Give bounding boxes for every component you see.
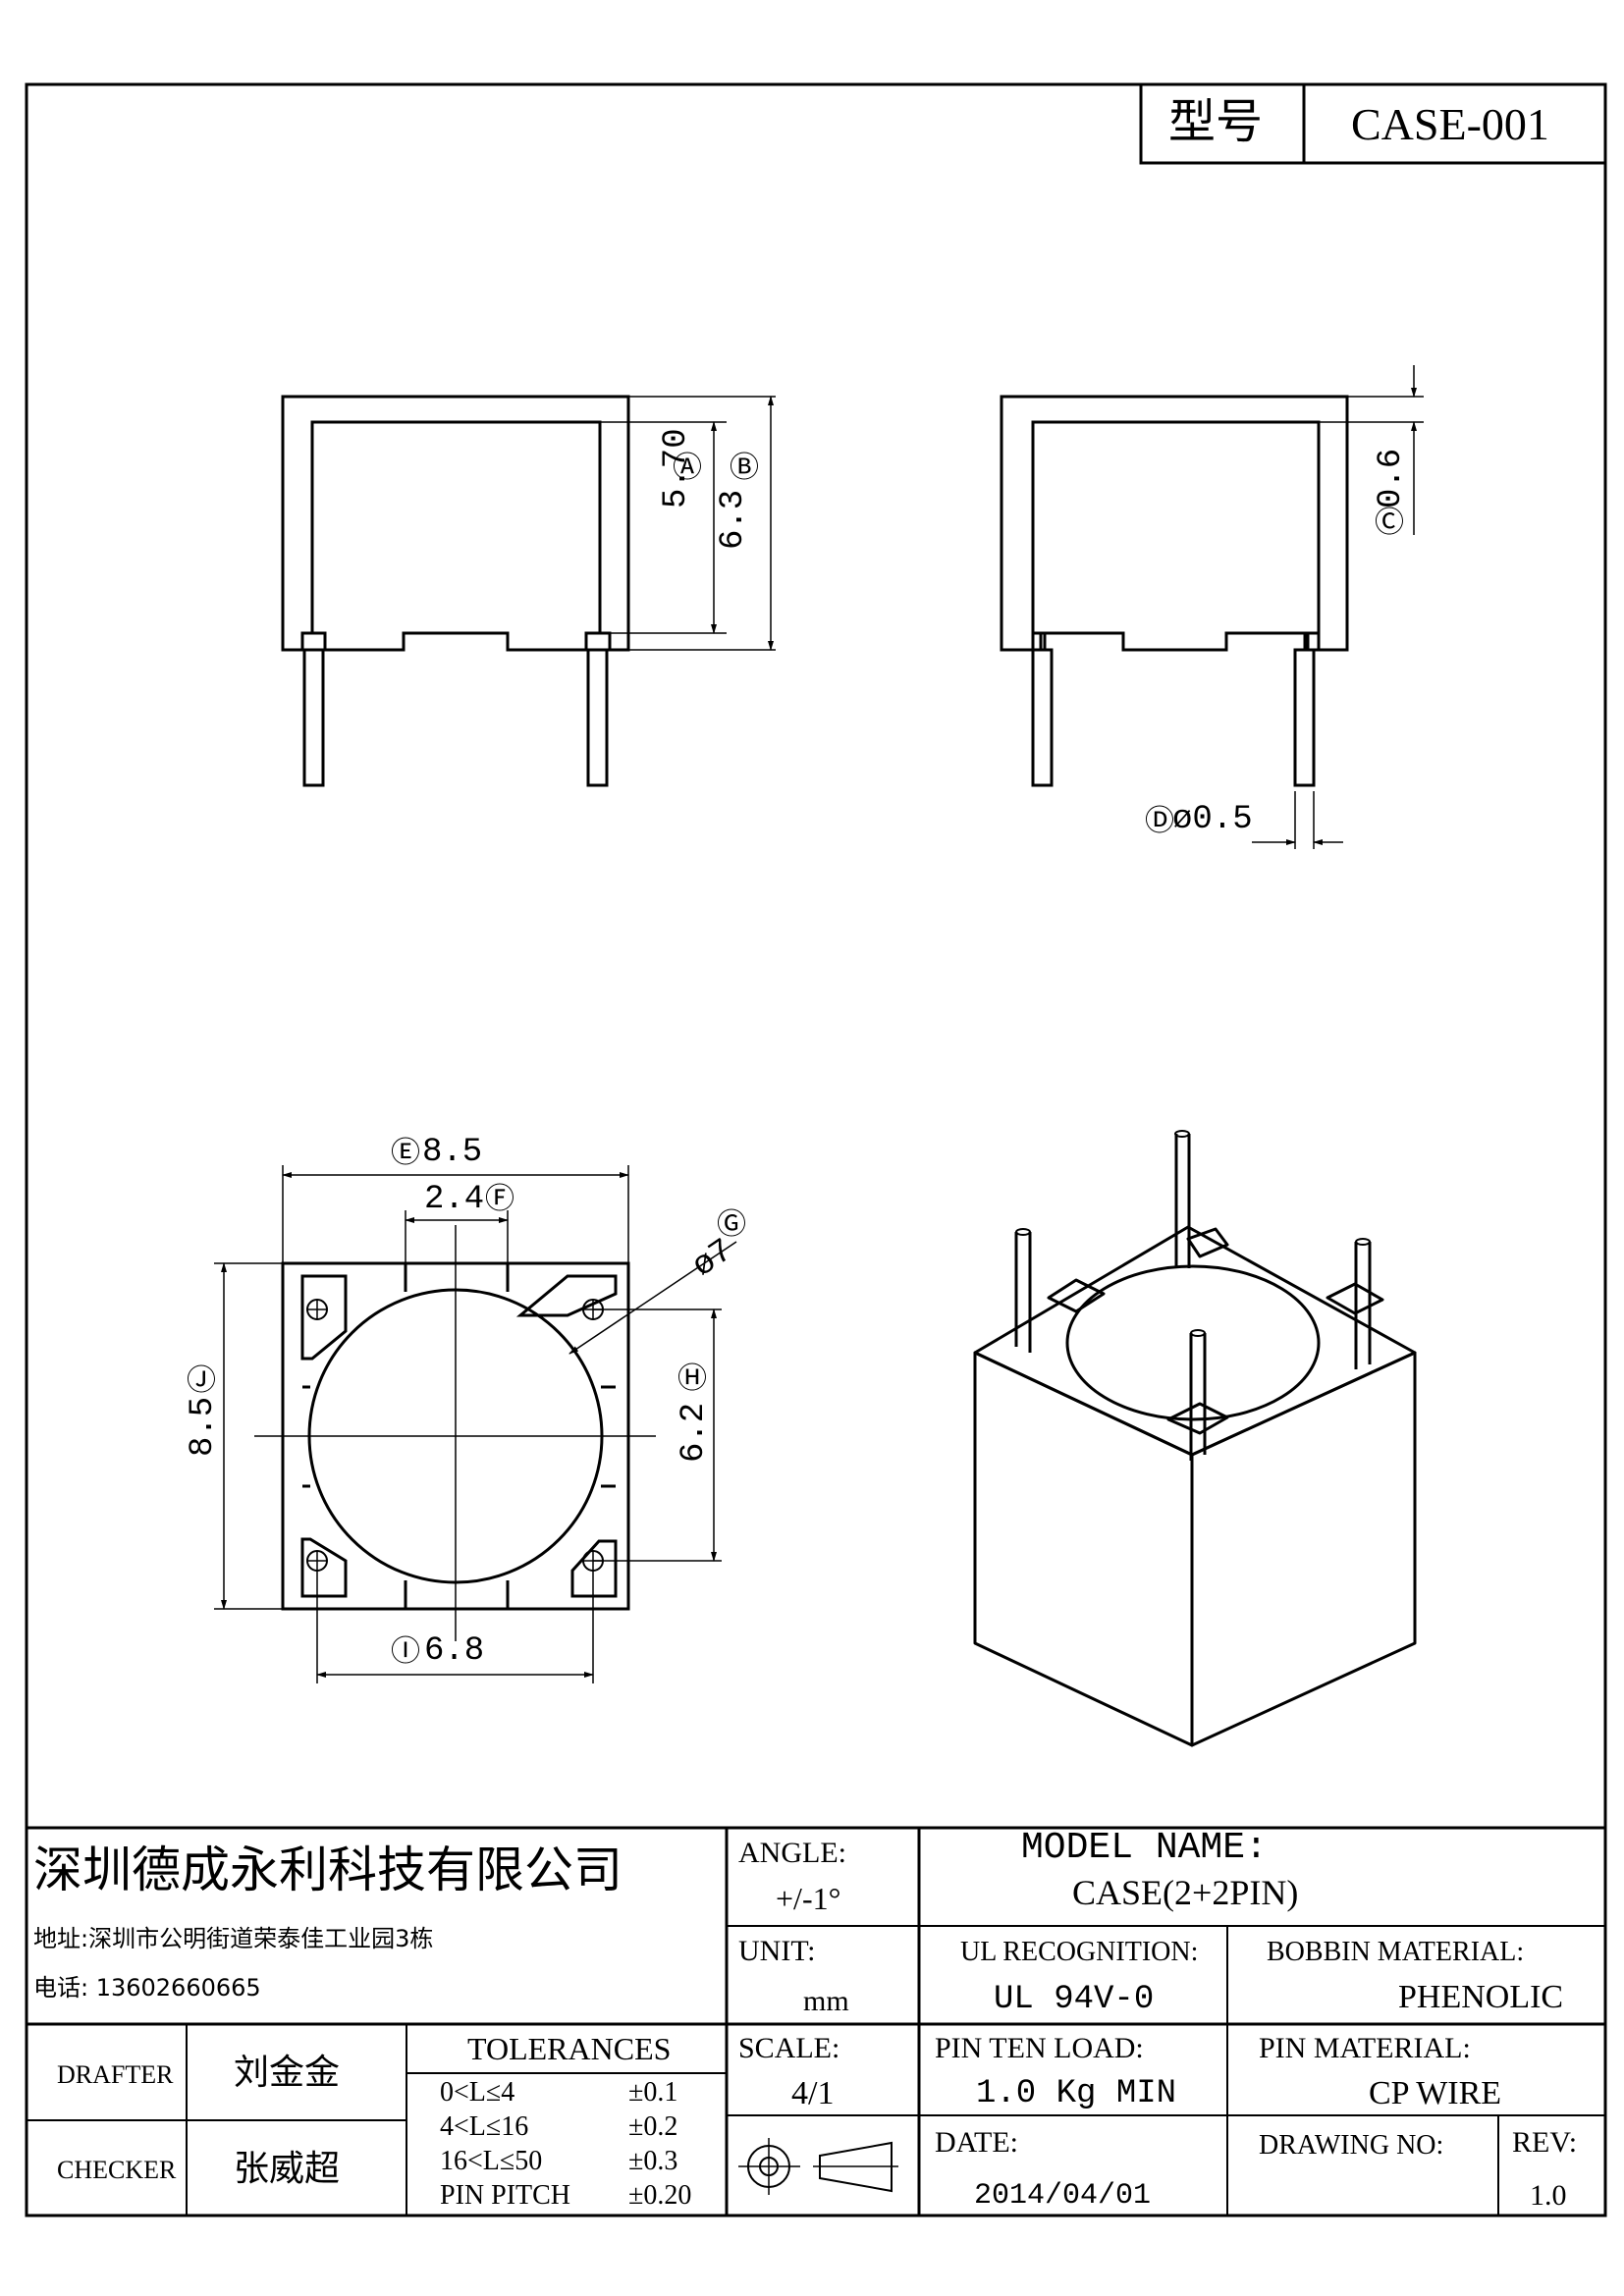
ul-value: UL 94V-0	[994, 1981, 1155, 2018]
dim-a-value: 5.70	[658, 428, 695, 508]
isometric-view	[973, 1130, 1417, 1747]
model-name-value: CASE(2+2PIN)	[1072, 1873, 1299, 1912]
dim-i-value: 6.8	[424, 1632, 485, 1670]
dim-h-marker: Ⓗ	[677, 1362, 707, 1395]
drawing-frame	[25, 82, 1607, 2217]
dim-f-marker: Ⓕ	[485, 1183, 514, 1215]
dim-j-value: 8.5	[185, 1396, 222, 1457]
date-value: 2014/04/01	[974, 2179, 1152, 2213]
tolerances-label: TOLERANCES	[467, 2031, 672, 2066]
dim-g-marker: Ⓖ	[717, 1208, 746, 1241]
unit-label: UNIT:	[738, 1935, 816, 1967]
model-header-box	[1139, 82, 1607, 165]
bobbin-material-value: PHENOLIC	[1398, 1979, 1564, 2015]
tolerance-range-4: PIN PITCH	[440, 2180, 571, 2211]
tolerance-range-1: 0<L≤4	[440, 2077, 515, 2108]
model-name-label: MODEL NAME:	[1021, 1827, 1268, 1869]
dim-j-marker: Ⓙ	[187, 1364, 216, 1397]
drafter-label: DRAFTER	[57, 2060, 174, 2089]
drawing-no-label: DRAWING NO:	[1259, 2130, 1444, 2161]
pin-material-value: CP WIRE	[1369, 2075, 1502, 2111]
checker-name: 张威超	[234, 2149, 341, 2189]
company-name: 深圳德成永利科技有限公司	[33, 1842, 623, 1898]
side-view	[1000, 395, 1424, 849]
top-view-center-lines	[254, 1225, 656, 1641]
bobbin-material-label: BOBBIN MATERIAL:	[1267, 1937, 1525, 1967]
scale-label: SCALE:	[738, 2032, 840, 2064]
drafter-name: 刘金金	[234, 2053, 341, 2093]
angle-value: +/-1°	[776, 1881, 841, 1916]
company-phone: 电话: 13602660665	[33, 1974, 261, 2002]
ul-label: UL RECOGNITION:	[960, 1937, 1199, 1967]
tolerance-range-2: 4<L≤16	[440, 2111, 529, 2142]
dim-c-marker: Ⓒ	[1375, 507, 1404, 539]
tolerance-range-3: 16<L≤50	[440, 2146, 543, 2176]
unit-value: mm	[803, 1985, 849, 2017]
tolerance-value-1: ±0.1	[628, 2077, 678, 2108]
dim-d-marker: Ⓓ	[1145, 805, 1174, 837]
dim-i-marker: Ⓘ	[391, 1635, 420, 1668]
rev-label: REV:	[1512, 2126, 1578, 2159]
dim-a-marker: Ⓐ	[673, 452, 702, 484]
scale-value: 4/1	[791, 2075, 835, 2111]
dim-line-g-leader	[568, 1241, 737, 1355]
model-value: CASE-001	[1351, 99, 1549, 149]
dim-d-value: ø0.5	[1172, 801, 1253, 838]
date-label: DATE:	[935, 2126, 1018, 2159]
tolerance-value-3: ±0.3	[628, 2146, 678, 2176]
tolerance-value-4: ±0.20	[628, 2180, 692, 2211]
dim-b-value: 6.3	[715, 489, 752, 550]
dim-f-value: 2.4	[424, 1181, 485, 1218]
title-block-grid	[27, 1826, 1605, 2216]
dim-b-marker: Ⓑ	[730, 452, 759, 484]
model-label: 型号	[1168, 94, 1264, 149]
dim-e-marker: Ⓔ	[391, 1137, 420, 1169]
projection-symbol-icon	[738, 2138, 898, 2195]
pin-load-label: PIN TEN LOAD:	[935, 2032, 1144, 2064]
dim-h-value: 6.2	[676, 1402, 713, 1463]
checker-label: CHECKER	[57, 2156, 177, 2184]
top-view-extension-lines	[214, 1165, 722, 1683]
angle-label: ANGLE:	[738, 1837, 846, 1869]
pin-material-label: PIN MATERIAL:	[1259, 2032, 1471, 2064]
pin-load-value: 1.0 Kg MIN	[976, 2075, 1177, 2112]
dim-c-value: 0.6	[1373, 448, 1410, 508]
tolerance-value-2: ±0.2	[628, 2111, 678, 2142]
company-address: 地址:深圳市公明街道荣泰佳工业园3栋	[33, 1925, 434, 1952]
front-view	[281, 395, 776, 787]
rev-value: 1.0	[1530, 2179, 1567, 2212]
dim-e-value: 8.5	[422, 1134, 483, 1171]
